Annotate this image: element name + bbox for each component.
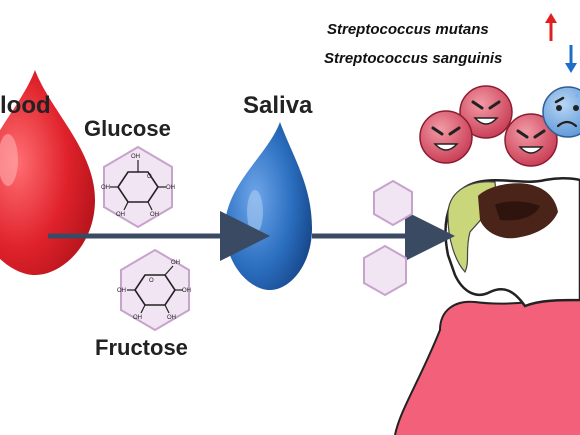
sugar-hexagon-small-bottom bbox=[363, 244, 407, 297]
fructose-label: Fructose bbox=[95, 335, 188, 360]
fructose-atom: OH bbox=[117, 288, 126, 294]
fructose-hexagon bbox=[120, 248, 190, 332]
sugar-hexagon-small-top bbox=[373, 179, 413, 227]
cavity-inner bbox=[495, 201, 540, 221]
increase-arrow-icon bbox=[545, 13, 557, 41]
glucose-atom: OH bbox=[166, 185, 175, 191]
glucose-molecule: OH OH OH OH OH O bbox=[101, 145, 175, 229]
decrease-arrow-icon bbox=[565, 45, 577, 73]
bacterium-mutans-1 bbox=[459, 85, 513, 139]
blood-drop-highlight bbox=[0, 134, 18, 186]
sanguinis-label: Streptococcus sanguinis bbox=[324, 50, 503, 67]
fructose-atom: O bbox=[149, 278, 154, 284]
bacterium-sanguinis bbox=[542, 86, 580, 138]
saliva-drop bbox=[225, 122, 312, 290]
fructose-bond bbox=[164, 304, 170, 314]
glucose-atom: OH bbox=[150, 212, 159, 218]
mutans-label: Streptococcus mutans bbox=[327, 21, 489, 38]
glucose-atom: OH bbox=[131, 154, 140, 160]
fructose-bond bbox=[140, 304, 146, 314]
glucose-hexagon bbox=[103, 145, 173, 229]
fructose-atom: OH bbox=[171, 260, 180, 266]
fructose-atom: OH bbox=[182, 288, 191, 294]
glucose-bond bbox=[147, 201, 153, 211]
glucose-bond bbox=[123, 201, 129, 211]
fructose-atom: OH bbox=[167, 315, 176, 321]
glucose-atom: O bbox=[147, 174, 152, 180]
bacterium-mutans-3 bbox=[504, 113, 558, 167]
blood-drop bbox=[0, 70, 95, 275]
fructose-bond bbox=[164, 265, 174, 276]
fructose-atom: OH bbox=[133, 315, 142, 321]
saliva-label: Saliva bbox=[243, 92, 313, 119]
saliva-drop-highlight bbox=[247, 190, 263, 234]
bacterium-mutans-2 bbox=[419, 110, 473, 164]
glucose-label: Glucose bbox=[84, 116, 171, 141]
blood-label: lood bbox=[0, 92, 51, 119]
glucose-atom: OH bbox=[116, 212, 125, 218]
glucose-atom: OH bbox=[101, 185, 110, 191]
gum bbox=[395, 295, 580, 435]
fructose-molecule: O OH OH OH OH OH bbox=[117, 248, 191, 332]
